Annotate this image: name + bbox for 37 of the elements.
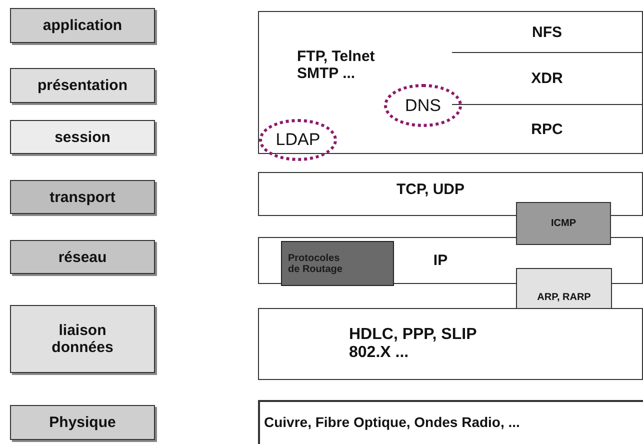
layer-label: présentation [37, 77, 128, 94]
protocol-box [452, 11, 643, 53]
protocol-box [258, 308, 643, 380]
layer-label: application [42, 17, 122, 34]
protocol-label: LDAP [276, 130, 320, 150]
layer-box [10, 405, 155, 440]
protocol-box [452, 52, 643, 105]
layer-box [10, 305, 155, 373]
protocol-label: DNS [405, 96, 441, 116]
layer-box [10, 240, 155, 274]
protocol-label: ICMP [551, 218, 576, 229]
protocol-label: XDR [531, 70, 563, 87]
layer-label: Physique [49, 414, 116, 431]
layer-box [10, 120, 155, 154]
layer-label: transport [50, 188, 116, 206]
protocol-label: Cuivre, Fibre Optique, Ondes Radio, ... [264, 414, 520, 430]
layer-box [10, 180, 155, 214]
protocol-label: Protocoles de Routage [288, 252, 344, 274]
dotted-ellipse [259, 119, 337, 161]
protocol-label: ARP, RARP [537, 292, 591, 303]
protocol-box [452, 104, 643, 154]
protocol-box [281, 241, 394, 286]
protocol-label: NFS [532, 24, 562, 40]
protocol-box [258, 400, 643, 444]
protocol-label: RPC [531, 120, 563, 138]
layer-label: liaison données [50, 322, 114, 356]
protocol-label: FTP, Telnet SMTP ... [297, 48, 376, 82]
protocol-label: IP [433, 252, 448, 269]
layer-label: réseau [58, 248, 107, 266]
layer-label: session [54, 128, 110, 146]
layer-box [10, 8, 155, 43]
protocol-box [258, 172, 643, 216]
protocol-label: TCP, UDP [396, 181, 465, 198]
protocol-label: HDLC, PPP, SLIP 802.X ... [349, 326, 478, 362]
protocol-box [516, 202, 611, 245]
layer-box [10, 68, 155, 103]
protocol-box [516, 268, 612, 309]
